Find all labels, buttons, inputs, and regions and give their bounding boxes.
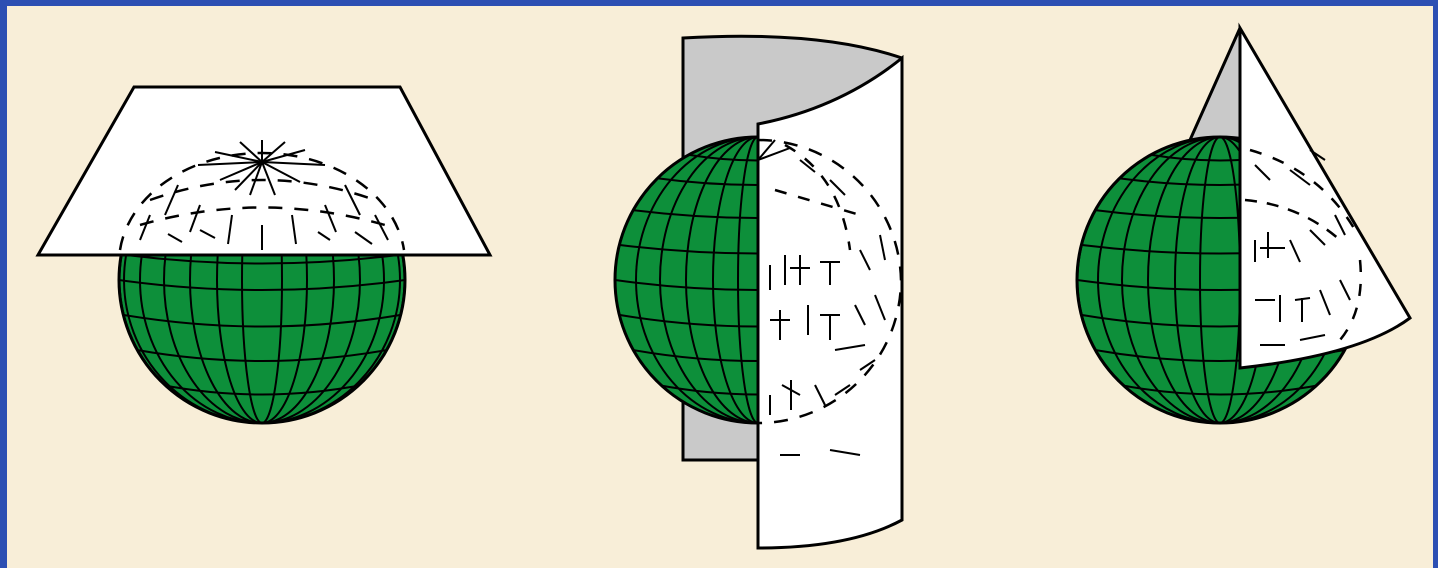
conic-projection-panel xyxy=(1077,28,1410,423)
cone-front xyxy=(1240,28,1410,368)
cone-back xyxy=(1190,28,1240,150)
cylinder-front xyxy=(758,58,902,548)
cylindrical-projection-panel xyxy=(615,36,902,548)
planar-projection-panel xyxy=(38,87,490,423)
projection-plane xyxy=(38,87,490,255)
